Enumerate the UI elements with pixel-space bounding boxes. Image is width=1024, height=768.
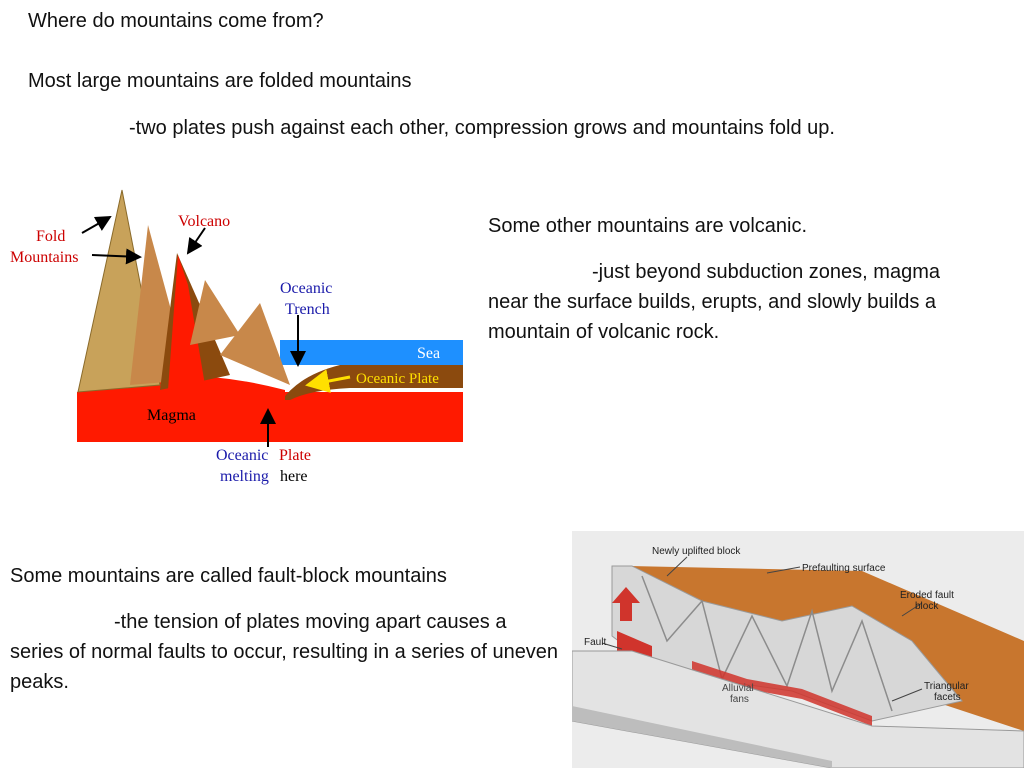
leader-prefaulting [766,566,801,574]
fault-label: Fault [584,637,606,648]
oceanic-trench-label-1: Oceanic [280,280,332,297]
uplift-arrow [612,587,640,621]
ridge-1 [190,280,240,345]
fault-block-heading: Some mountains are called fault-block mo… [10,565,447,587]
fold-arrow-1 [81,216,112,234]
ridge-lines [641,575,893,712]
triangular-facets-red [692,661,872,726]
alluvial-label: Alluvial [722,683,754,694]
leader-facets [891,688,923,702]
volcanic-mountains-heading: Some other mountains are volcanic. [488,215,808,237]
melting-label-here: here [280,468,308,485]
leader-fault [601,642,623,650]
leader-eroded [901,602,923,617]
sea-label: Sea [417,345,440,362]
fold-label: Fold [36,228,65,245]
slide-title: Where do mountains come from? [28,10,324,32]
volcano-magma [168,255,205,390]
leader-uplifted [666,556,688,577]
sea-layer [280,340,463,365]
newly-uplifted-label: Newly uplifted block [652,546,741,557]
triangular-label: Triangular [924,681,969,692]
volcano-arrow [186,227,206,255]
mountains-label: Mountains [10,249,78,266]
eroded-fault-label-2: block [915,601,939,612]
eroded-fault-label-1: Eroded fault [900,590,954,601]
plate-arrow [305,369,351,393]
folded-mountains-heading: Most large mountains are folded mountain… [28,70,412,92]
floor-edge [572,706,832,768]
volcano-label: Volcano [178,213,230,230]
melting-label-melting: melting [220,468,269,485]
fault-block-diagram: Newly uplifted block Prefaulting surface… [572,531,1024,768]
oceanic-trench-label-2: Trench [285,301,330,318]
melting-label-oceanic: Oceanic [216,447,268,464]
volcanic-mountains-detail: -just beyond subduction zones, magma nea… [488,261,940,343]
oceanic-plate-label: Oceanic Plate [356,371,439,387]
fans-label: fans [730,694,749,705]
ridge-2 [220,303,290,385]
facets-label: facets [934,692,961,703]
prefaulting-label: Prefaulting surface [802,563,886,574]
folded-mountains-detail: -two plates push against each other, com… [129,117,835,139]
subduction-diagram: Fold Mountains Volcano Oceanic Trench Se… [10,189,463,485]
fold-arrow-2 [91,248,142,265]
fault-block-detail: -the tension of plates moving apart caus… [10,611,559,693]
magma-label: Magma [147,407,196,424]
melting-label-plate: Plate [279,447,311,464]
